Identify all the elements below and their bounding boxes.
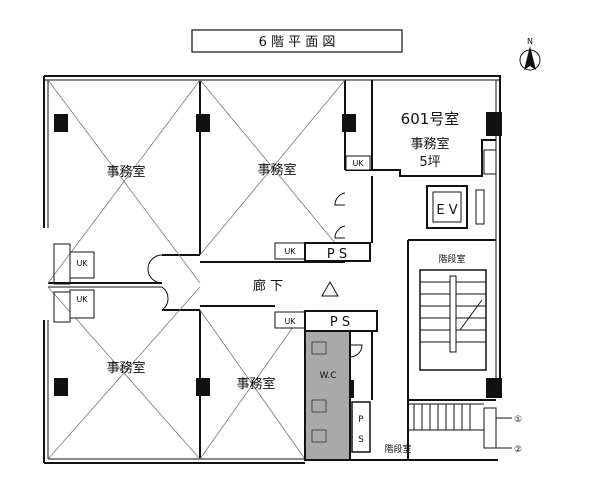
uk-upper-label: UK bbox=[284, 247, 296, 256]
unit-601-area: 5坪 bbox=[419, 155, 440, 170]
wc-label: W.C bbox=[319, 371, 336, 381]
office-n-label: 事務室 bbox=[257, 162, 296, 178]
stair-main bbox=[419, 269, 487, 371]
north-arrow-icon bbox=[519, 46, 541, 71]
door-corridor bbox=[334, 225, 346, 239]
elevator bbox=[426, 185, 485, 229]
elevator-label: E V bbox=[436, 203, 457, 218]
office-s-label: 事務室 bbox=[236, 376, 275, 392]
uk-west bbox=[53, 243, 95, 323]
uk-lower-label: UK bbox=[284, 317, 296, 326]
ps-upper bbox=[274, 242, 371, 262]
ps-upper-label: P S bbox=[327, 247, 347, 262]
unit-601 bbox=[371, 80, 496, 177]
unit-601-number: 601号室 bbox=[401, 110, 460, 128]
ps-small-label-p: P bbox=[358, 415, 364, 425]
uk-west-upper-label: UK bbox=[76, 259, 88, 268]
ps-small-box bbox=[351, 401, 371, 453]
title-box bbox=[191, 29, 403, 53]
door-corridor-mid bbox=[321, 280, 339, 297]
wc-room bbox=[304, 330, 363, 461]
office-sw-label: 事務室 bbox=[106, 360, 145, 376]
stair-sub-label: 階段室 bbox=[384, 443, 411, 455]
columns bbox=[54, 112, 502, 398]
stair-sub bbox=[408, 403, 512, 449]
door-north bbox=[334, 192, 346, 206]
north-label: N bbox=[527, 37, 533, 46]
plan-title: 6 階 平 面 図 bbox=[259, 35, 336, 50]
ps-small-label-s: S bbox=[358, 435, 364, 445]
ps-lower bbox=[274, 310, 378, 332]
uk-north-box bbox=[345, 155, 371, 171]
marker-2: ② bbox=[514, 445, 522, 455]
unit-601-sink bbox=[483, 149, 497, 175]
office-hatching bbox=[47, 79, 346, 460]
stair-main-label: 階段室 bbox=[438, 253, 465, 265]
office-nw-label: 事務室 bbox=[106, 164, 145, 180]
uk-north-label: UK bbox=[352, 159, 364, 168]
marker-1: ① bbox=[514, 415, 522, 425]
east-core bbox=[350, 176, 498, 461]
corridor-label: 廊 下 bbox=[253, 278, 283, 294]
uk-west-lower-label: UK bbox=[76, 295, 88, 304]
ps-lower-label: P S bbox=[330, 315, 350, 330]
unit-601-use: 事務室 bbox=[410, 136, 449, 152]
